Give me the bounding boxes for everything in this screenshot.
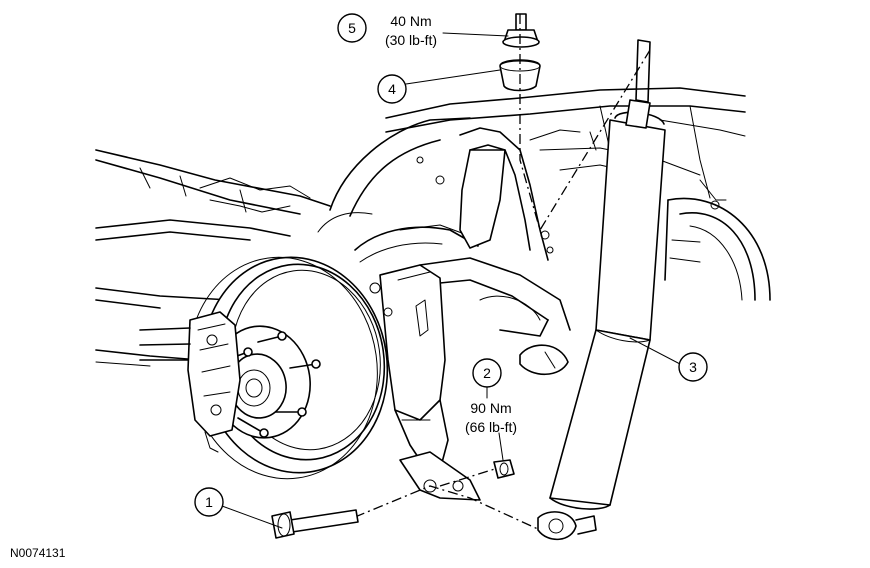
brake-caliper (139, 311, 241, 453)
callout-5: 5 (337, 13, 367, 43)
lower-shock-bracket (399, 451, 481, 501)
background-wheel (664, 179, 771, 301)
callout-1-number: 1 (205, 494, 213, 510)
torque-upper-imperial: (30 lb-ft) (385, 32, 437, 48)
frame-structure (95, 87, 746, 367)
callout-4-number: 4 (388, 81, 396, 97)
callout-2-number: 2 (483, 365, 491, 381)
axle-housing (419, 257, 571, 375)
lower-shock-nut (493, 459, 515, 479)
alignment-centerlines (354, 14, 651, 531)
callout-4: 4 (377, 74, 407, 104)
torque-spec-upper: 40 Nm (30 lb-ft) (385, 13, 437, 48)
torque-lower-metric: 90 Nm (470, 400, 511, 416)
torque-spec-lower: 90 Nm (66 lb-ft) (465, 400, 517, 435)
shock-absorber (537, 39, 666, 541)
upper-shock-bracket (459, 127, 581, 261)
wheel-studs (225, 331, 321, 438)
callout-3-number: 3 (689, 359, 697, 375)
callout-5-number: 5 (348, 20, 356, 36)
figure-id: N0074131 (10, 546, 66, 560)
torque-lower-imperial: (66 lb-ft) (465, 419, 517, 435)
lower-shock-bolt (271, 509, 359, 539)
wheel-well-panel (317, 117, 479, 263)
callout-2: 2 (472, 358, 502, 388)
callout-3: 3 (678, 352, 708, 382)
leader-lines (221, 32, 681, 529)
upper-mount-hardware (499, 13, 541, 92)
knuckle-assembly (369, 264, 449, 471)
callout-1: 1 (194, 487, 224, 517)
torque-upper-metric: 40 Nm (390, 13, 431, 29)
